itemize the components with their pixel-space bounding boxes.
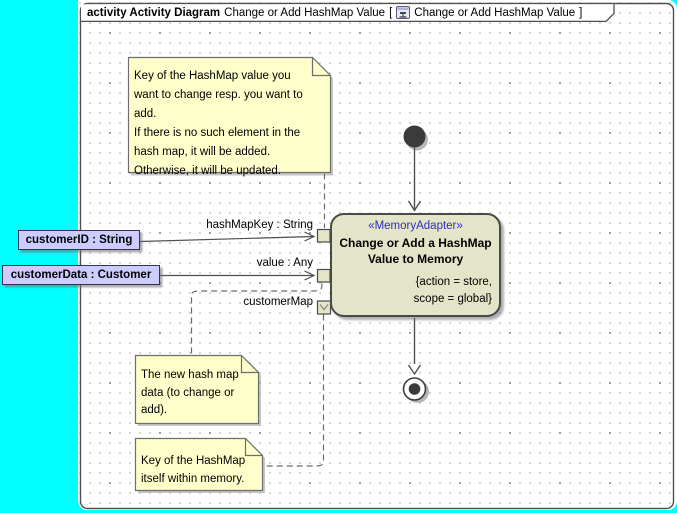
frame-header[interactable] [81,4,615,23]
action-change-or-add-hashmap[interactable]: «MemoryAdapter» Change or Add a HashMap … [330,213,501,317]
initial-node[interactable] [403,125,426,148]
arrowhead [407,364,422,376]
control-flow-action-to-final[interactable] [407,318,422,376]
note-fold-corner [311,57,331,77]
object-node-customer-data[interactable]: customerData : Customer [2,265,160,285]
note-anchor-new-data[interactable] [190,283,323,355]
action-tagged-values: {action = store, scope = global} [413,276,492,305]
frame-context-name: Change or Add HashMap Value [414,6,576,19]
arrowhead [407,200,422,212]
object-node-customer-id-label: customerID : String [25,234,133,246]
frame-header-fill [81,4,614,22]
action-name: Change or Add a HashMap Value to Memory [339,236,492,266]
object-flow-customer-data[interactable] [160,270,316,281]
activity-diagram-icon [396,6,411,19]
pin-label-hashmapkey[interactable]: hashMapKey : String [206,219,313,231]
control-flow-initial-to-action[interactable] [407,147,422,212]
note-new-data[interactable] [134,354,260,425]
action-stereotype: «MemoryAdapter» [368,220,463,232]
note-key-explanation[interactable] [127,56,332,174]
object-node-customer-id[interactable]: customerID : String [18,230,140,250]
note-memory-key-text: Key of the HashMap itself within memory. [141,455,246,485]
object-node-customer-data-label: customerData : Customer [10,269,152,281]
activity-frame-border[interactable] [79,2,675,510]
note-fold-corner [240,355,259,374]
pin-label-customermap[interactable]: customerMap [243,296,313,308]
activity-final-node[interactable] [402,377,427,401]
arrowhead [304,270,316,281]
chevron-down-icon [319,304,329,311]
input-pin-customermap[interactable] [316,300,332,315]
input-pin-hashmapkey[interactable] [316,228,331,243]
frame-header-outline [81,4,615,23]
frame-kind-label: activity Activity Diagram [87,6,221,19]
pin-label-value[interactable]: value : Any [256,257,313,269]
input-pin-value[interactable] [316,268,331,283]
frame-context-open-bracket: [ [389,6,393,19]
frame-header-title[interactable]: activity Activity Diagram Change or Add … [87,6,582,19]
frame-context-close-bracket: ] [579,6,583,19]
note-key-explanation-text: Key of the HashMap value you want to cha… [134,70,303,177]
note-memory-key[interactable] [134,437,264,492]
arrowhead [304,231,316,242]
note-new-data-text: The new hash map data (to change or add)… [141,369,239,416]
frame-diagram-name: Change or Add HashMap Value [224,6,386,19]
note-fold-corner [244,438,263,457]
note-anchor-memory-key[interactable] [263,314,325,467]
object-flow-customer-id[interactable] [139,231,316,243]
